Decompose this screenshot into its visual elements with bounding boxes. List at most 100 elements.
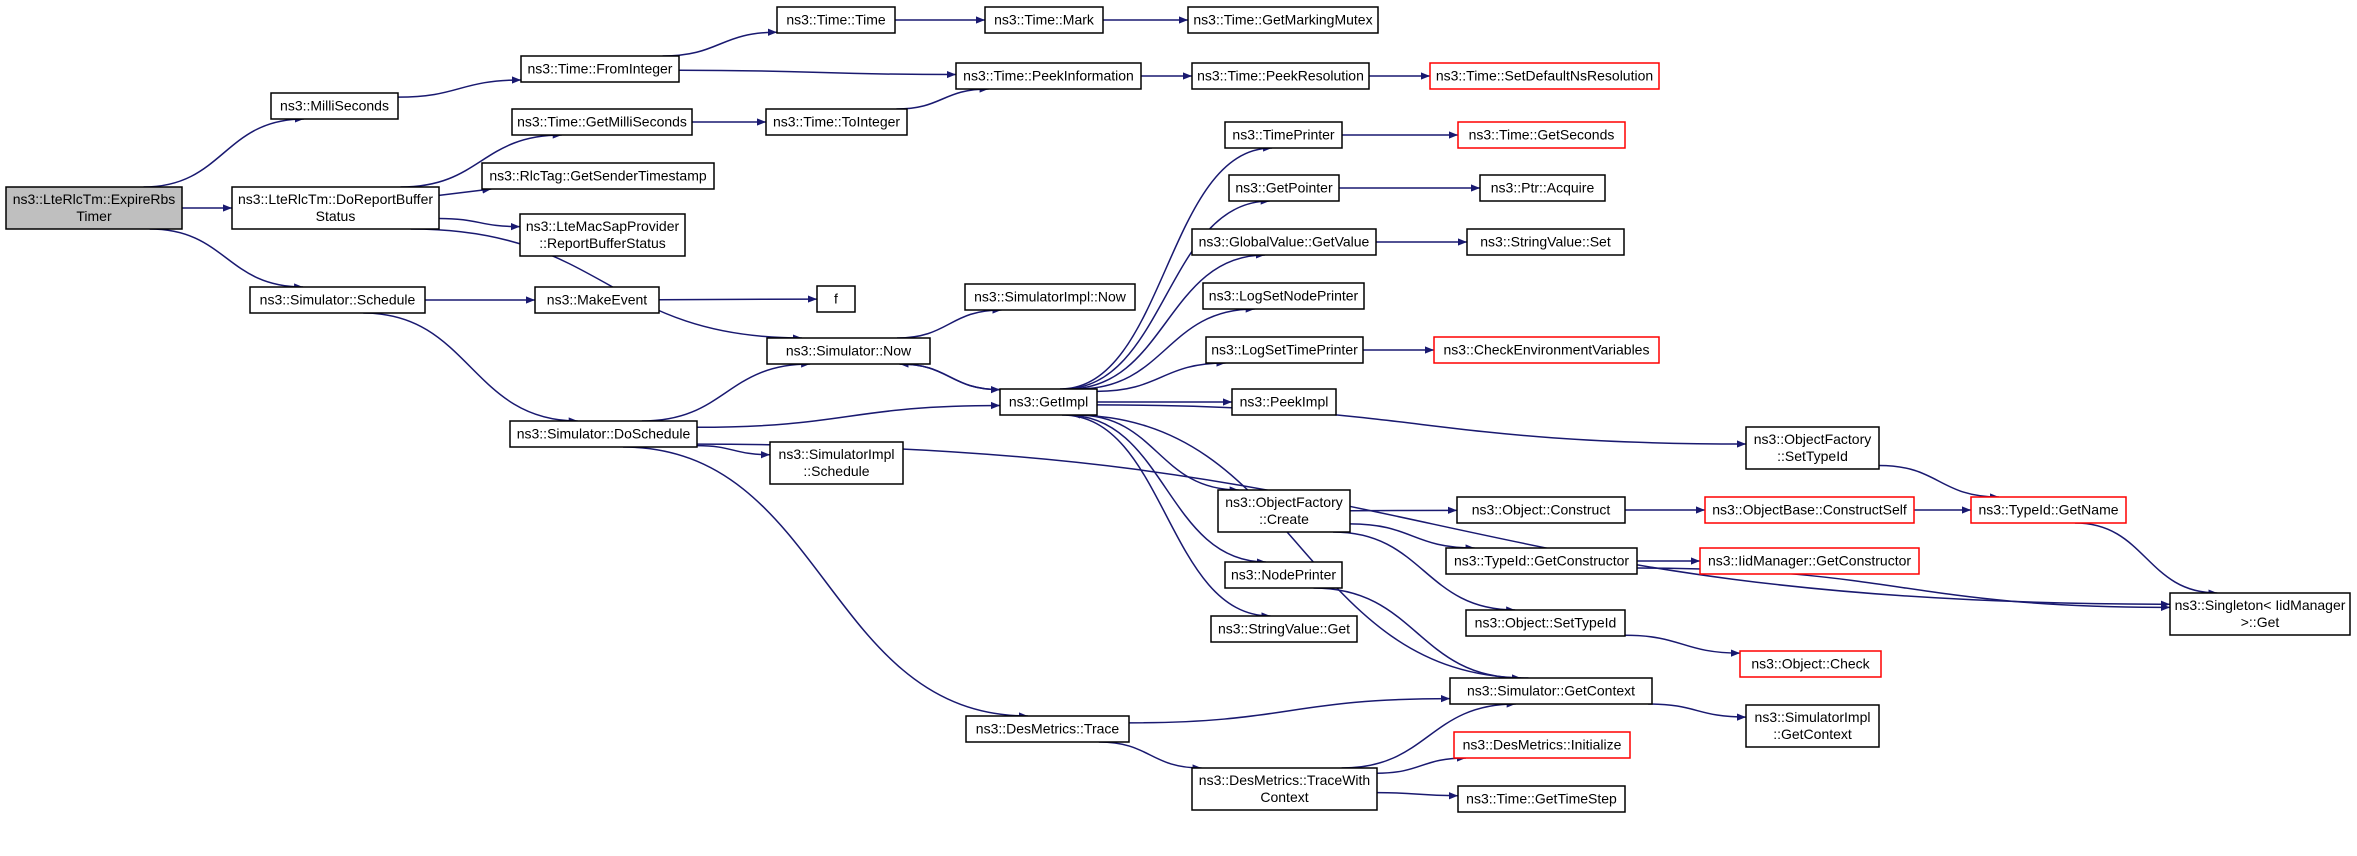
node-gettimestep[interactable]: ns3::Time::GetTimeStep xyxy=(1457,785,1626,813)
edge-expire-to-milliseconds xyxy=(143,115,304,188)
node-objconstruct[interactable]: ns3::Object::Construct xyxy=(1456,496,1626,524)
node-timeprinter[interactable]: ns3::TimePrinter xyxy=(1224,121,1343,149)
node-rlctag[interactable]: ns3::RlcTag::GetSenderTimestamp xyxy=(481,162,715,190)
edge-destracectx-to-desinit xyxy=(1376,754,1466,774)
node-stringvalueset[interactable]: ns3::StringValue::Set xyxy=(1466,228,1625,256)
edge-dorep-to-getms xyxy=(400,131,562,188)
node-objcheck[interactable]: ns3::Object::Check xyxy=(1739,650,1882,678)
node-label-destracectx-0: ns3::DesMetrics::TraceWith xyxy=(1199,772,1370,788)
node-timetime[interactable]: ns3::Time::Time xyxy=(776,6,896,34)
node-globalvalue[interactable]: ns3::GlobalValue::GetValue xyxy=(1191,228,1377,256)
node-typeidgetname[interactable]: ns3::TypeId::GetName xyxy=(1970,496,2127,524)
node-label-constructself-0: ns3::ObjectBase::ConstructSelf xyxy=(1712,502,1907,518)
edge-milliseconds-to-frominteger xyxy=(397,76,522,98)
node-f[interactable]: f xyxy=(816,285,856,313)
edge-getimpl-to-logsetnode xyxy=(1077,305,1255,390)
node-getpointer[interactable]: ns3::GetPointer xyxy=(1228,174,1340,202)
node-getseconds[interactable]: ns3::Time::GetSeconds xyxy=(1457,121,1626,149)
node-getms[interactable]: ns3::Time::GetMilliSeconds xyxy=(511,108,693,136)
edge-destrace-to-destracectx xyxy=(1098,741,1202,772)
node-typeidgetctor[interactable]: ns3::TypeId::GetConstructor xyxy=(1445,547,1638,575)
node-simimplnow[interactable]: ns3::SimulatorImpl::Now xyxy=(964,283,1136,311)
node-schedule[interactable]: ns3::Simulator::Schedule xyxy=(249,286,426,314)
node-label-timemark-0: ns3::Time::Mark xyxy=(994,12,1095,28)
node-box-makeevent xyxy=(534,286,660,314)
node-simnow[interactable]: ns3::Simulator::Now xyxy=(766,337,931,365)
node-box-setdefault xyxy=(1429,62,1660,90)
node-objsettypeid[interactable]: ns3::Object::SetTypeId xyxy=(1465,609,1626,637)
edge-expire-to-schedule xyxy=(149,228,304,291)
edge-frominteger-to-peekinfo xyxy=(678,69,957,79)
node-label-makeevent-0: ns3::MakeEvent xyxy=(547,292,647,308)
node-simimplschedule[interactable]: ns3::SimulatorImpl::Schedule xyxy=(769,441,904,485)
node-milliseconds[interactable]: ns3::MilliSeconds xyxy=(270,92,399,120)
node-ofsettypeid[interactable]: ns3::ObjectFactory::SetTypeId xyxy=(1745,426,1880,470)
node-simimplgetctx[interactable]: ns3::SimulatorImpl::GetContext xyxy=(1745,704,1880,748)
node-constructself[interactable]: ns3::ObjectBase::ConstructSelf xyxy=(1704,496,1915,524)
node-label-rlctag-0: ns3::RlcTag::GetSenderTimestamp xyxy=(489,168,707,184)
node-ptracquire[interactable]: ns3::Ptr::Acquire xyxy=(1479,174,1606,202)
node-box-tointeger xyxy=(765,108,908,136)
node-label-typeidgetname-0: ns3::TypeId::GetName xyxy=(1978,502,2118,518)
node-logsettime[interactable]: ns3::LogSetTimePrinter xyxy=(1205,336,1364,364)
node-box-typeidgetctor xyxy=(1445,547,1638,575)
edge-getimpl-to-ofsettypeid xyxy=(1096,404,1747,448)
node-ltemac[interactable]: ns3::LteMacSapProvider::ReportBufferStat… xyxy=(519,213,686,257)
node-getimpl[interactable]: ns3::GetImpl xyxy=(999,388,1098,416)
node-label-f-0: f xyxy=(834,291,838,307)
node-label-destracectx-1: Context xyxy=(1260,789,1308,805)
node-peekres[interactable]: ns3::Time::PeekResolution xyxy=(1191,62,1370,90)
node-label-objsettypeid-0: ns3::Object::SetTypeId xyxy=(1475,615,1617,631)
node-box-simimplnow xyxy=(964,283,1136,311)
node-checkenv[interactable]: ns3::CheckEnvironmentVariables xyxy=(1433,336,1660,364)
edge-schedule-to-doschedule xyxy=(363,312,578,425)
node-singleton[interactable]: ns3::Singleton< IidManager>::Get xyxy=(2169,592,2351,636)
edges-layer xyxy=(143,16,2218,800)
node-label-expire-1: Timer xyxy=(76,208,112,224)
node-logsetnode[interactable]: ns3::LogSetNodePrinter xyxy=(1202,282,1365,310)
edge-getimpl-to-timeprinter xyxy=(1059,144,1273,390)
node-nodeprinter[interactable]: ns3::NodePrinter xyxy=(1224,561,1343,589)
node-label-peekimpl-0: ns3::PeekImpl xyxy=(1240,394,1329,410)
node-getcontext[interactable]: ns3::Simulator::GetContext xyxy=(1449,677,1653,705)
node-label-getpointer-0: ns3::GetPointer xyxy=(1235,180,1333,196)
node-label-getms-0: ns3::Time::GetMilliSeconds xyxy=(517,114,687,130)
node-desinit[interactable]: ns3::DesMetrics::Initialize xyxy=(1453,731,1631,759)
node-destrace[interactable]: ns3::DesMetrics::Trace xyxy=(965,715,1130,743)
node-peekinfo[interactable]: ns3::Time::PeekInformation xyxy=(955,62,1142,90)
node-box-nodeprinter xyxy=(1224,561,1343,589)
node-frominteger[interactable]: ns3::Time::FromInteger xyxy=(520,55,680,83)
edge-simnow-to-simimplnow xyxy=(897,306,1002,339)
node-box-doschedule xyxy=(509,420,698,448)
edge-doschedule-to-getimpl xyxy=(696,401,1001,429)
node-setdefault[interactable]: ns3::Time::SetDefaultNsResolution xyxy=(1429,62,1660,90)
node-box-objsettypeid xyxy=(1465,609,1626,637)
node-box-ofsettypeid xyxy=(1745,426,1880,470)
edge-getcontext-to-simimplgetctx xyxy=(1648,703,1747,721)
node-tointeger[interactable]: ns3::Time::ToInteger xyxy=(765,108,908,136)
node-label-peekinfo-0: ns3::Time::PeekInformation xyxy=(963,68,1134,84)
node-box-peekimpl xyxy=(1231,388,1337,416)
node-timemark[interactable]: ns3::Time::Mark xyxy=(984,6,1104,34)
node-box-peekres xyxy=(1191,62,1370,90)
node-label-objconstruct-0: ns3::Object::Construct xyxy=(1472,502,1611,518)
node-box-getpointer xyxy=(1228,174,1340,202)
node-box-gettimestep xyxy=(1457,785,1626,813)
node-iidgetctor[interactable]: ns3::IidManager::GetConstructor xyxy=(1699,547,1920,575)
node-doschedule[interactable]: ns3::Simulator::DoSchedule xyxy=(509,420,698,448)
edge-getimpl-to-simnow xyxy=(899,360,1001,391)
node-peekimpl[interactable]: ns3::PeekImpl xyxy=(1231,388,1337,416)
node-getmarkingmutex[interactable]: ns3::Time::GetMarkingMutex xyxy=(1187,6,1379,34)
edge-doschedule-to-singleton xyxy=(696,443,2171,608)
node-makeevent[interactable]: ns3::MakeEvent xyxy=(534,286,660,314)
node-label-ofcreate-1: ::Create xyxy=(1259,511,1309,527)
node-stringvalueget[interactable]: ns3::StringValue::Get xyxy=(1210,615,1358,643)
node-label-logsettime-0: ns3::LogSetTimePrinter xyxy=(1211,342,1358,358)
node-ofcreate[interactable]: ns3::ObjectFactory::Create xyxy=(1217,489,1351,533)
node-box-schedule xyxy=(249,286,426,314)
node-label-frominteger-0: ns3::Time::FromInteger xyxy=(528,61,673,77)
node-label-gettimestep-0: ns3::Time::GetTimeStep xyxy=(1466,791,1617,807)
